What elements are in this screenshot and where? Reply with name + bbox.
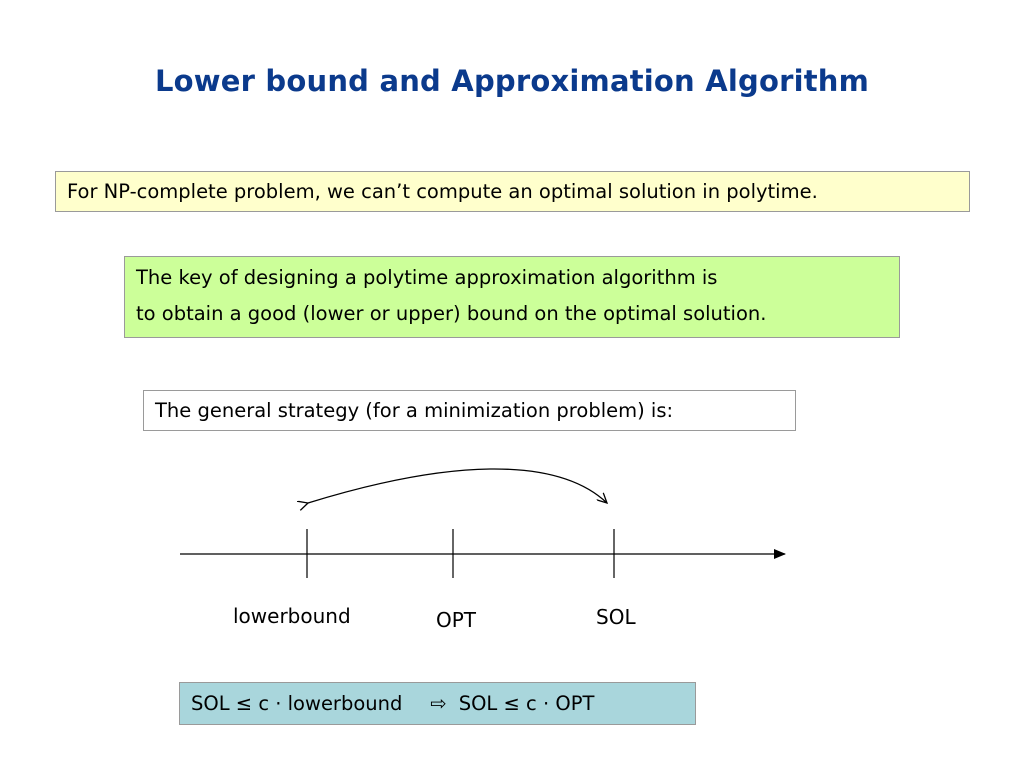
key-idea-line-1: The key of designing a polytime approxim… [136,266,718,289]
opt-label: OPT [436,608,477,632]
general-strategy-text: The general strategy (for a minimization… [155,399,674,422]
np-complete-note-text: For NP-complete problem, we can’t comput… [67,180,818,203]
sol-label: SOL [596,605,636,629]
general-strategy-box: The general strategy (for a minimization… [143,390,796,431]
result-inequality-box: SOL ≤ c · lowerbound ⇨ SOL ≤ c · OPT [179,682,696,725]
implies-arrow-icon: ⇨ [430,692,447,715]
lowerbound-label: lowerbound [233,604,351,628]
key-idea-box: The key of designing a polytime approxim… [124,256,900,338]
slide-title: Lower bound and Approximation Algorithm [154,64,870,98]
result-right-inequality: SOL ≤ c · OPT [458,692,595,715]
double-headed-arc-arrow [308,468,607,503]
key-idea-line-2: to obtain a good (lower or upper) bound … [136,302,767,325]
result-left-inequality: SOL ≤ c · lowerbound [191,692,403,715]
np-complete-note-box: For NP-complete problem, we can’t comput… [55,171,970,212]
